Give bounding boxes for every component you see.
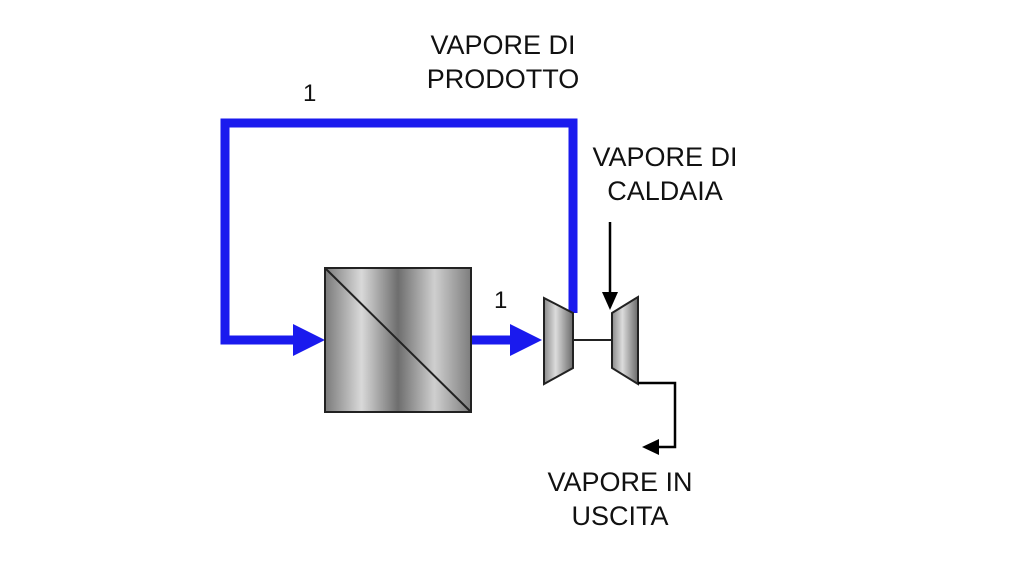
boiler-steam-arrowhead — [602, 292, 618, 310]
outlet-steam-arrowhead — [642, 439, 659, 455]
boiler-steam-label: VAPORE DI CALDAIA — [560, 140, 770, 208]
product-steam-label-line1: VAPORE DI — [430, 30, 576, 60]
stream-number-top: 1 — [303, 80, 317, 107]
recycle-stream-arrowhead — [293, 324, 325, 356]
stream-number-mid: 1 — [494, 287, 508, 314]
feed-stream-arrowhead — [510, 324, 542, 356]
compressor-icon — [543, 296, 574, 386]
outlet-steam-label-line1: VAPORE IN — [547, 467, 693, 497]
outlet-steam-label: VAPORE IN USCITA — [515, 465, 725, 533]
outlet-steam-line — [638, 381, 677, 449]
boiler-steam-label-line1: VAPORE DI — [592, 142, 738, 172]
product-steam-label-line2: PRODOTTO — [426, 64, 580, 94]
product-steam-label: VAPORE DI PRODOTTO — [398, 28, 608, 96]
recycle-stream-line — [220, 118, 578, 345]
turbine-icon — [611, 295, 639, 386]
boiler-steam-label-line2: CALDAIA — [607, 176, 723, 206]
outlet-steam-label-line2: USCITA — [571, 501, 669, 531]
heat-exchanger-icon — [324, 267, 472, 413]
